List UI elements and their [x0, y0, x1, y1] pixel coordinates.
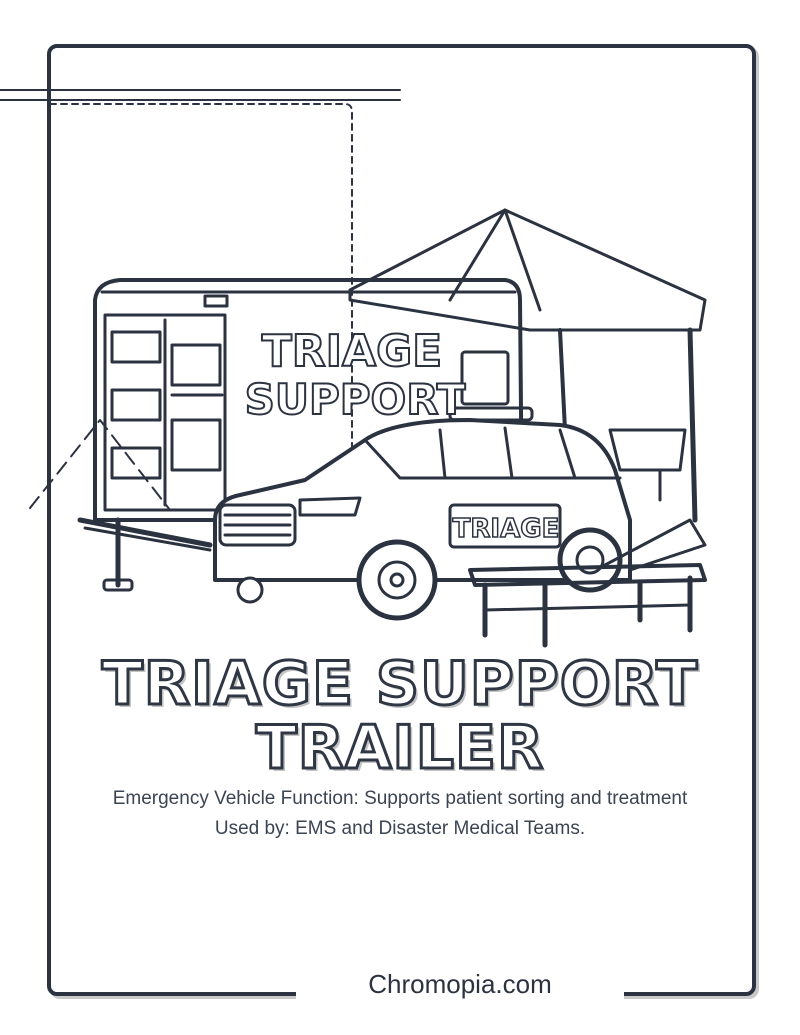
- footer-gap: [296, 980, 624, 1000]
- vehicle-door-panel: [448, 503, 562, 549]
- trailer-sign-line1: TRIAGE: [262, 326, 443, 377]
- page-title-line1: TRIAGE SUPPORT: [100, 649, 699, 719]
- trailer-sign-line2: SUPPORT: [245, 375, 466, 424]
- description-used-by: Used by: EMS and Disaster Medical Teams.: [214, 818, 586, 839]
- stretcher-cot: [468, 428, 707, 648]
- description-function: Emergency Vehicle Function: Supports pat…: [112, 788, 688, 809]
- vehicle-door-text: TRIAGE: [453, 514, 560, 544]
- trailer-body: [93, 278, 524, 522]
- suv-vehicle: [213, 406, 632, 621]
- page-title-line2: TRAILER: [254, 713, 545, 783]
- brand-footer: Chromopia.com: [368, 969, 552, 999]
